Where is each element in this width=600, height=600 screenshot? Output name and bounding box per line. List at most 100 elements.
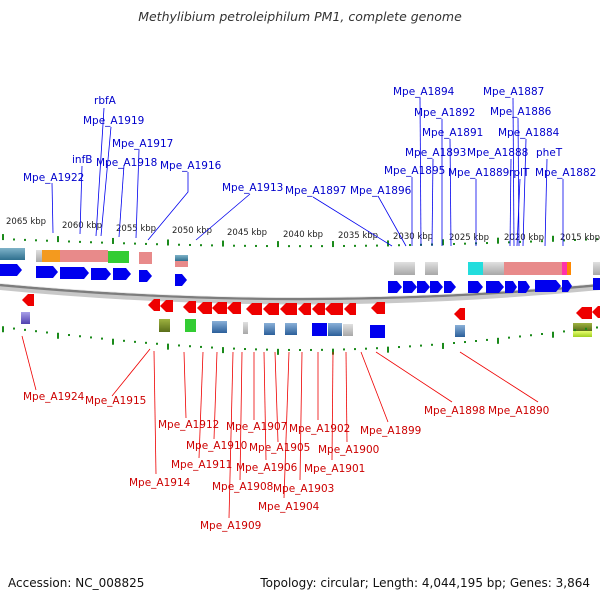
minor-tick (288, 245, 290, 248)
gene-label[interactable]: Mpe_A1886 (490, 106, 552, 118)
reverse-gene-arrow[interactable] (183, 301, 196, 313)
reverse-gene-arrow[interactable] (592, 306, 600, 318)
gene-label[interactable]: Mpe_A1901 (304, 463, 365, 475)
gene-label[interactable]: Mpe_A1895 (384, 165, 445, 177)
gene-label[interactable]: rbfA (94, 95, 117, 107)
gene-label[interactable]: Mpe_A1905 (249, 442, 310, 454)
forward-gene-arrow[interactable] (60, 267, 89, 279)
gene-label[interactable]: Mpe_A1906 (236, 462, 298, 474)
gene-label[interactable]: Mpe_A1912 (158, 419, 219, 431)
gene-label[interactable]: Mpe_A1898 (424, 405, 485, 417)
gene-label[interactable]: infB (72, 154, 92, 166)
forward-gene-arrow[interactable] (417, 281, 430, 293)
reverse-gene-arrow[interactable] (227, 302, 241, 314)
reverse-gene-arrow[interactable] (344, 303, 356, 315)
gene-label[interactable]: Mpe_A1889 (448, 167, 509, 179)
forward-gene-arrow[interactable] (175, 274, 187, 286)
forward-gene-arrow[interactable] (0, 264, 22, 276)
reverse-gene-arrow[interactable] (22, 294, 34, 306)
reverse-gene-arrow[interactable] (371, 302, 385, 314)
gene-label[interactable]: Mpe_A1891 (422, 127, 483, 139)
minor-tick (211, 244, 213, 247)
minor-tick (101, 241, 103, 244)
gene-label[interactable]: Mpe_A1908 (212, 481, 273, 493)
reverse-gene-arrow[interactable] (212, 302, 227, 314)
reverse-gene-arrow[interactable] (325, 303, 343, 315)
gene-label[interactable]: Mpe_A1882 (535, 167, 596, 179)
gene-label[interactable]: pheT (536, 147, 563, 159)
gene-label[interactable]: Mpe_A1919 (83, 115, 144, 127)
reverse-gene-arrow[interactable] (312, 303, 325, 315)
minor-tick (508, 336, 510, 339)
gene-label[interactable]: Mpe_A1911 (171, 459, 232, 471)
gene-label[interactable]: Mpe_A1914 (129, 477, 191, 489)
forward-gene-arrow[interactable] (113, 268, 131, 280)
scale-label: 2045 kbp (227, 228, 267, 238)
feature-block (285, 323, 297, 335)
scale-label: 2030 kbp (393, 232, 433, 242)
map-title: Methylibium petroleiphilum PM1, complete… (138, 9, 462, 24)
reverse-gene-arrow[interactable] (148, 299, 160, 311)
major-tick (2, 234, 4, 241)
scale-label: 2020 kbp (504, 233, 544, 243)
minor-tick (519, 240, 521, 243)
gene-label[interactable]: Mpe_A1924 (23, 391, 85, 403)
forward-gene-arrow[interactable] (518, 281, 530, 293)
gene-label[interactable]: Mpe_A1893 (405, 147, 466, 159)
gene-label[interactable]: Mpe_A1896 (350, 185, 412, 197)
gene-label[interactable]: Mpe_A1894 (393, 86, 455, 98)
reverse-gene-arrow[interactable] (160, 300, 173, 312)
forward-gene-arrow[interactable] (562, 280, 572, 292)
gene-label[interactable]: Mpe_A1903 (273, 483, 334, 495)
gene-label[interactable]: Mpe_A1899 (360, 425, 421, 437)
gene-label[interactable]: Mpe_A1897 (285, 185, 346, 197)
gene-label[interactable]: Mpe_A1887 (483, 86, 544, 98)
forward-gene-arrow[interactable] (468, 281, 483, 293)
reverse-gene-arrow[interactable] (576, 307, 592, 319)
gene-label[interactable]: Mpe_A1918 (96, 157, 157, 169)
gene-label[interactable]: Mpe_A1902 (289, 423, 350, 435)
minor-tick (343, 348, 345, 351)
gene-label[interactable]: Mpe_A1904 (258, 501, 320, 513)
feature-block (108, 251, 129, 263)
forward-gene-arrow[interactable] (139, 270, 152, 282)
minor-tick (79, 335, 81, 338)
gene-label[interactable]: Mpe_A1909 (200, 520, 261, 532)
gene-label[interactable]: Mpe_A1916 (160, 160, 222, 172)
gene-label[interactable]: Mpe_A1884 (498, 127, 560, 139)
forward-gene-arrow[interactable] (486, 281, 504, 293)
forward-gene-arrow[interactable] (403, 281, 417, 293)
minor-tick (46, 239, 48, 242)
reverse-gene-arrow[interactable] (197, 302, 212, 314)
gene-label[interactable]: Mpe_A1907 (226, 421, 287, 433)
forward-gene-arrow[interactable] (388, 281, 402, 293)
forward-gene-arrow[interactable] (444, 281, 456, 293)
forward-gene-arrow[interactable] (535, 280, 561, 292)
scale-label: 2060 kbp (62, 221, 102, 231)
minor-tick (541, 240, 543, 243)
gene-label[interactable]: Mpe_A1890 (488, 405, 549, 417)
reverse-gene-arrow[interactable] (298, 303, 311, 315)
forward-gene-arrow[interactable] (36, 266, 58, 278)
reverse-gene-arrow[interactable] (280, 303, 297, 315)
reverse-gene-arrow[interactable] (454, 308, 465, 320)
reverse-gene-arrow[interactable] (263, 303, 279, 315)
reverse-gene-arrow[interactable] (246, 303, 262, 315)
gene-label[interactable]: Mpe_A1900 (318, 444, 379, 456)
gene-label[interactable]: Mpe_A1917 (112, 138, 173, 150)
gene-label[interactable]: Mpe_A1910 (186, 440, 247, 452)
forward-gene-arrow[interactable] (91, 268, 111, 280)
gene-label[interactable]: Mpe_A1892 (414, 107, 475, 119)
minor-tick (24, 238, 26, 241)
lower-tick-row (2, 326, 598, 355)
forward-gene-arrow[interactable] (593, 278, 600, 290)
gene-label[interactable]: Mpe_A1915 (85, 395, 146, 407)
forward-gene-arrow[interactable] (430, 281, 443, 293)
forward-gene-arrow[interactable] (505, 281, 517, 293)
major-tick (277, 241, 279, 248)
gene-label[interactable]: Mpe_A1922 (23, 172, 84, 184)
gene-label[interactable]: Mpe_A1913 (222, 182, 283, 194)
gene-label[interactable]: rplT (509, 167, 530, 179)
gene-label[interactable]: Mpe_A1888 (467, 147, 528, 159)
